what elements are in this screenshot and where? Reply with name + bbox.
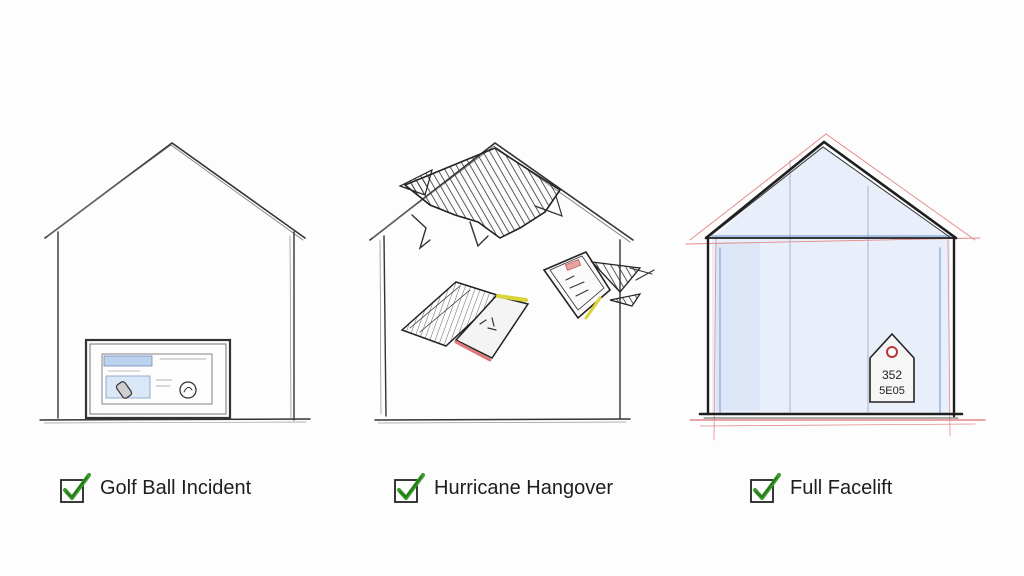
caption-full-facelift: Full Facelift bbox=[748, 468, 892, 508]
price-tag: 352 5E05 bbox=[869, 332, 915, 403]
caption-label: Hurricane Hangover bbox=[434, 476, 613, 499]
checkbox-check-icon bbox=[394, 473, 425, 503]
price-tag-line-1: 352 bbox=[882, 368, 902, 382]
caption-label: Full Facelift bbox=[790, 476, 893, 499]
house-hurricane bbox=[369, 142, 655, 424]
caption-label: Golf Ball Incident bbox=[100, 476, 252, 499]
house-golf-ball bbox=[39, 142, 311, 424]
house-facelift: 352 5E05 bbox=[685, 133, 986, 441]
checkbox-check-icon bbox=[60, 473, 91, 503]
caption-golf-ball-incident: Golf Ball Incident bbox=[58, 468, 251, 508]
price-tag-line-2: 5E05 bbox=[879, 385, 905, 397]
caption-hurricane-hangover: Hurricane Hangover bbox=[392, 468, 613, 508]
flying-panel-left bbox=[400, 281, 530, 362]
broken-window bbox=[84, 338, 232, 420]
flying-panel-right bbox=[542, 250, 655, 320]
checkbox-check-icon bbox=[750, 473, 781, 503]
